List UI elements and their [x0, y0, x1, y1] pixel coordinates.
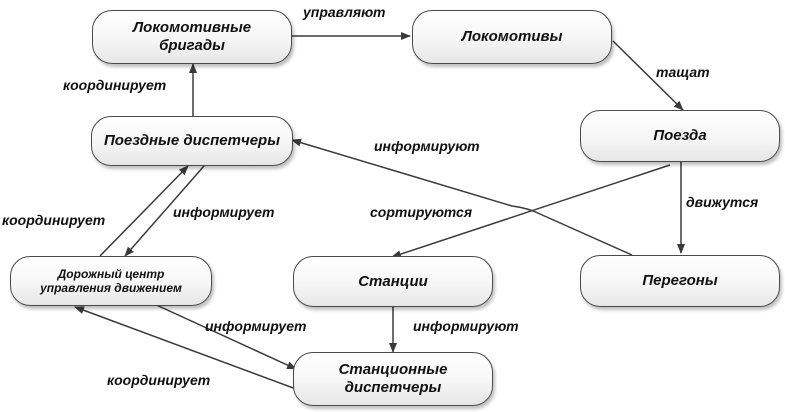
node-stations: Станции	[293, 256, 493, 307]
edge-center-to-dispatchers	[99, 165, 189, 257]
node-locomotive-brigades-label: Локомотивные бригады	[132, 19, 252, 54]
edge-hauls-to-train-dispatchers	[291, 138, 633, 256]
edge-label-manage: управляют	[303, 4, 386, 20]
edge-label-coord-brigades: координирует	[63, 77, 167, 93]
node-road-traffic-center: Дорожный центр управления движением	[10, 256, 212, 306]
edge-label-coord-station: координирует	[107, 372, 211, 388]
node-hauls: Перегоны	[580, 255, 780, 307]
edge-label-pull: тащат	[656, 64, 710, 80]
node-locomotives-label: Локомотивы	[461, 28, 563, 45]
edge-label-inform-station-dispatchers: информируют	[413, 318, 519, 334]
edge-station-dispatchers-to-center	[74, 306, 297, 390]
node-locomotive-brigades: Локомотивные бригады	[92, 10, 292, 64]
node-train-dispatchers: Поездные диспетчеры	[91, 116, 293, 166]
node-trains-label: Поезда	[653, 127, 707, 144]
edge-label-inform-center-2: информирует	[205, 318, 307, 334]
node-trains: Поезда	[580, 110, 780, 162]
node-station-dispatchers: Станционные диспетчеры	[293, 352, 493, 406]
edge-label-inform-center: информирует	[173, 204, 275, 220]
edge-label-coord-dispatchers: координирует	[2, 212, 106, 228]
node-locomotives: Локомотивы	[412, 10, 612, 64]
edge-label-move: движутся	[686, 194, 759, 210]
node-stations-label: Станции	[358, 272, 428, 290]
edge-label-inform-trains: информируют	[374, 138, 480, 154]
edge-dispatchers-to-center	[124, 165, 205, 257]
node-hauls-label: Перегоны	[642, 272, 718, 289]
edge-center-to-station-dispatchers	[151, 302, 297, 370]
edge-label-sorted: сортируются	[370, 204, 473, 220]
node-road-traffic-center-label: Дорожный центр управления движением	[40, 266, 182, 295]
node-station-dispatchers-label: Станционные диспетчеры	[338, 361, 448, 396]
node-train-dispatchers-label: Поездные диспетчеры	[103, 132, 281, 149]
edge-locomotives-to-trains	[612, 40, 684, 111]
